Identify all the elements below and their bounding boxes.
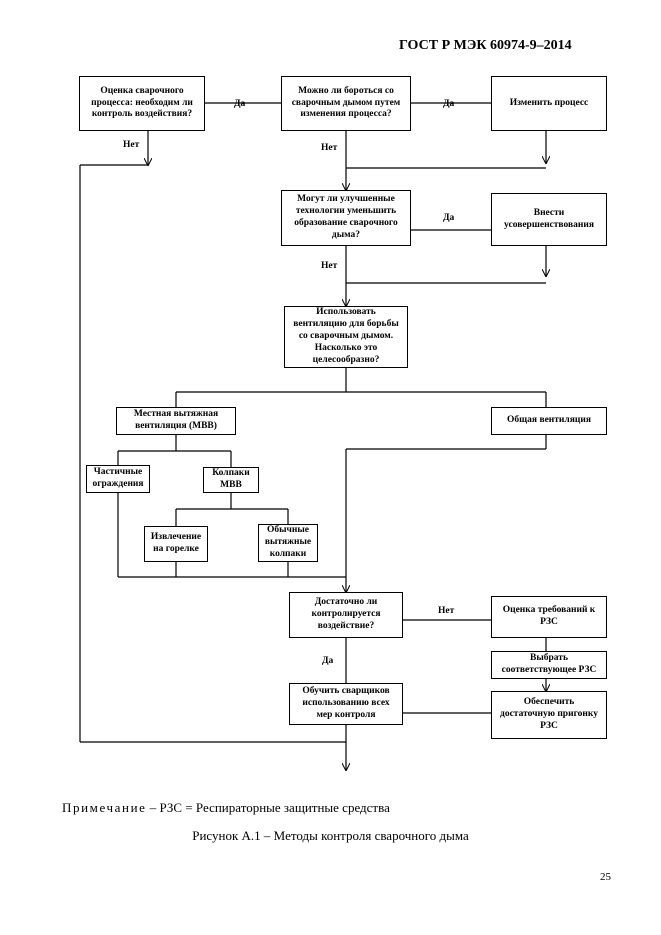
figure-caption: Рисунок А.1 – Методы контроля сварочного… bbox=[192, 828, 469, 843]
box-train-welders: Обучить сварщиков использованию всех мер… bbox=[289, 683, 403, 725]
label-no-1: Нет bbox=[123, 140, 140, 150]
box-technology-question: Могут ли улучшенные технологии уменьшить… bbox=[281, 190, 411, 246]
box-local-exhaust-ventilation: Местная вытяжная вентиляция (МВВ) bbox=[116, 407, 236, 435]
box-change-process: Изменить процесс bbox=[491, 76, 607, 131]
box-ordinary-hoods: Обычные вытяжные колпаки bbox=[258, 524, 318, 562]
box-general-ventilation: Общая вентиляция bbox=[491, 407, 607, 435]
box-improvements: Внести усовершенствования bbox=[491, 193, 607, 246]
label-no-3: Нет bbox=[321, 261, 338, 271]
box-select-rpe: Выбрать соответствующее РЗС bbox=[491, 651, 607, 679]
label-yes-3: Да bbox=[443, 213, 455, 223]
box-exposure-control-question: Достаточно ли контролируется воздействие… bbox=[289, 592, 403, 638]
label-no-4: Нет bbox=[438, 606, 455, 616]
box-on-torch-extraction: Извлечение на горелке bbox=[144, 526, 208, 562]
footnote: Примечание – РЗС = Респираторные защитны… bbox=[62, 800, 390, 816]
box-partial-enclosures: Частичные ограждения bbox=[86, 465, 150, 493]
label-yes-4: Да bbox=[322, 656, 334, 666]
label-yes-2: Да bbox=[443, 99, 455, 109]
box-assess-process: Оценка сварочного процесса: необходим ли… bbox=[79, 76, 205, 131]
box-lev-hoods: Колпаки МВВ bbox=[203, 467, 259, 493]
box-ventilation-question: Использовать вентиляцию для борьбы со св… bbox=[284, 306, 408, 368]
document-header: ГОСТ Р МЭК 60974-9–2014 bbox=[399, 38, 572, 53]
box-rpe-fit: Обеспечить достаточную пригонку РЗС bbox=[491, 691, 607, 739]
label-no-2: Нет bbox=[321, 143, 338, 153]
footnote-prefix: Примечание bbox=[62, 800, 147, 815]
page-number: 25 bbox=[600, 871, 611, 883]
box-rpe-requirements: Оценка требований к РЗС bbox=[491, 596, 607, 638]
box-change-process-question: Можно ли бороться со сварочным дымом пут… bbox=[281, 76, 411, 131]
footnote-text: – РЗС = Респираторные защитные средства bbox=[146, 800, 390, 815]
label-yes-1: Да bbox=[234, 99, 246, 109]
